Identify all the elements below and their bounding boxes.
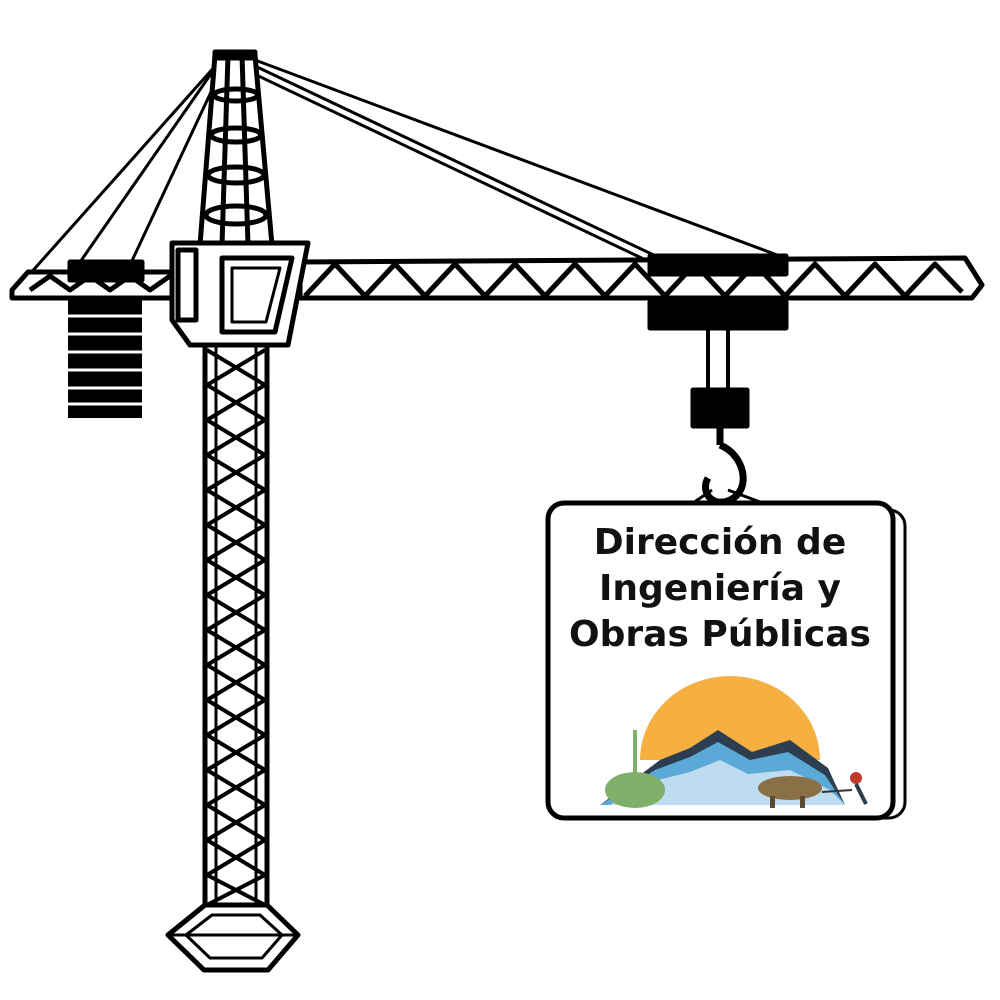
tower-base <box>165 902 301 973</box>
sign-title-line-1: Dirección de <box>593 522 847 563</box>
counterweight <box>68 298 142 418</box>
operator-cab <box>169 240 311 348</box>
sign-title-line-3: Obras Públicas <box>569 614 871 655</box>
lattice-tower <box>202 342 270 908</box>
crane-hook-icon <box>689 426 769 507</box>
crane-mast <box>197 49 275 248</box>
trolley <box>647 299 789 429</box>
crane-cables <box>18 54 786 286</box>
sign-title-line-2: Ingeniería y <box>599 568 841 609</box>
sign-title: Dirección de Ingeniería y Obras Públicas <box>560 520 880 658</box>
main-jib <box>297 253 985 301</box>
sun-mountains-farmer-logo <box>600 676 868 808</box>
